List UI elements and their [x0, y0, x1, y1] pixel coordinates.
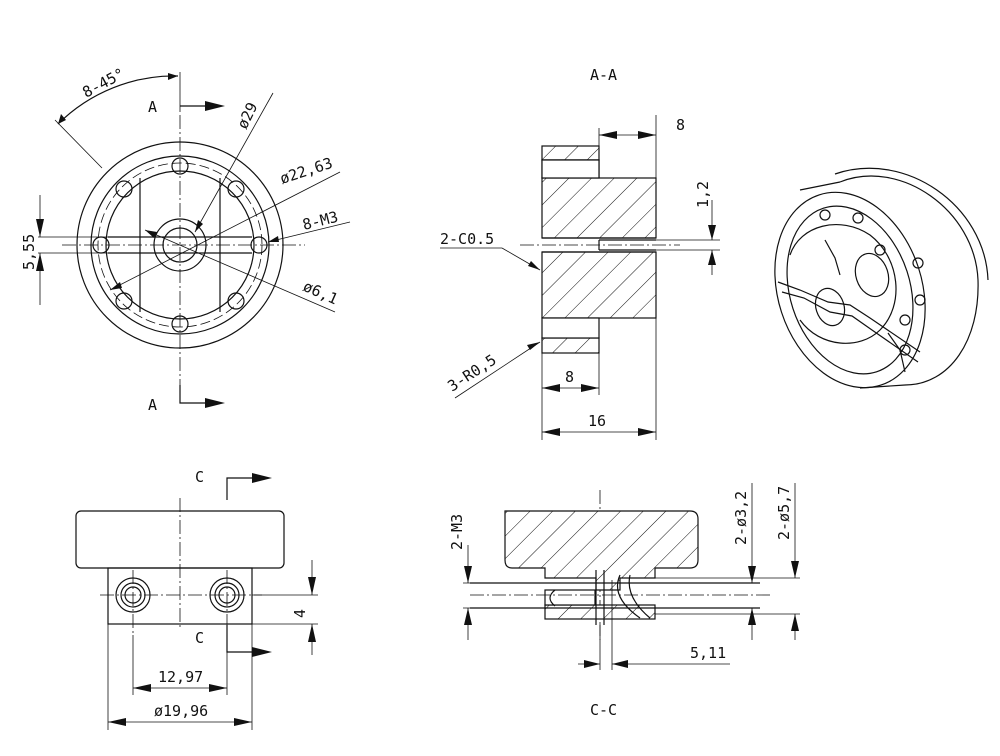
angle-dimension: 8-45° — [79, 64, 127, 101]
section-a-top-dimension: 8 — [676, 116, 685, 134]
hole-spacing-dimension: 12,97 — [158, 668, 203, 686]
section-mark-a-bottom: A — [148, 396, 157, 414]
bolt-hole — [171, 157, 189, 175]
section-a-a-title: A-A — [590, 66, 617, 84]
bore-diameter-2: 2-ø5,7 — [775, 486, 793, 540]
side-height-dimension: 4 — [291, 609, 309, 618]
section-c-c-view: C-C 2-M3 2-ø3,2 2-ø5,7 5,11 — [448, 483, 800, 719]
cc-upper-body — [504, 510, 699, 591]
hub-circle — [153, 218, 207, 272]
flange-circle — [90, 155, 270, 335]
bolt-hole — [250, 236, 268, 254]
side-view: C C 4 12,97 ø19,96 — [75, 468, 318, 730]
pitch-diameter-dimension: ø22,63 — [278, 154, 335, 188]
bottom-inner-dimension: 8 — [565, 368, 574, 386]
pitch-circle — [97, 162, 263, 328]
holes-dimension: 8-M3 — [301, 208, 340, 234]
section-mark-a-top: A — [148, 98, 157, 116]
chamfer-label: 2-C0.5 — [440, 230, 494, 248]
bolt-hole — [171, 315, 189, 333]
section-mark-c-top: C — [195, 468, 204, 486]
section-mark-c-bottom: C — [195, 629, 204, 647]
section-c-c-title: C-C — [590, 701, 617, 719]
bolt-hole — [227, 180, 245, 198]
slot-width-dimension-aa: 1,2 — [694, 181, 712, 208]
bore-diameter-1: 2-ø3,2 — [732, 491, 750, 545]
isometric-view — [774, 167, 989, 389]
offset-dimension: 5,11 — [690, 644, 726, 662]
radius-label: 3-R0,5 — [444, 351, 499, 396]
slot-width-dimension: 5,55 — [20, 234, 38, 270]
thread-dimension: 2-M3 — [448, 514, 466, 550]
inner-circle — [105, 170, 255, 320]
outer-diameter-dimension: ø29 — [233, 100, 261, 132]
bolt-hole — [115, 292, 133, 310]
bore-dimension: ø6,1 — [300, 277, 340, 308]
bolt-hole — [115, 180, 133, 198]
side-width-dimension: ø19,96 — [154, 702, 208, 720]
total-length-dimension: 16 — [588, 412, 606, 430]
iso-clamp-hole — [854, 252, 890, 298]
front-view: 8-45° A A ø29 ø22,63 8-M3 ø6,1 5,55 — [20, 64, 351, 414]
iso-bore — [814, 287, 846, 327]
section-a-a-view: A-A 8 1,2 — [440, 66, 720, 440]
bolt-hole — [227, 292, 245, 310]
outer-circle — [76, 141, 284, 349]
